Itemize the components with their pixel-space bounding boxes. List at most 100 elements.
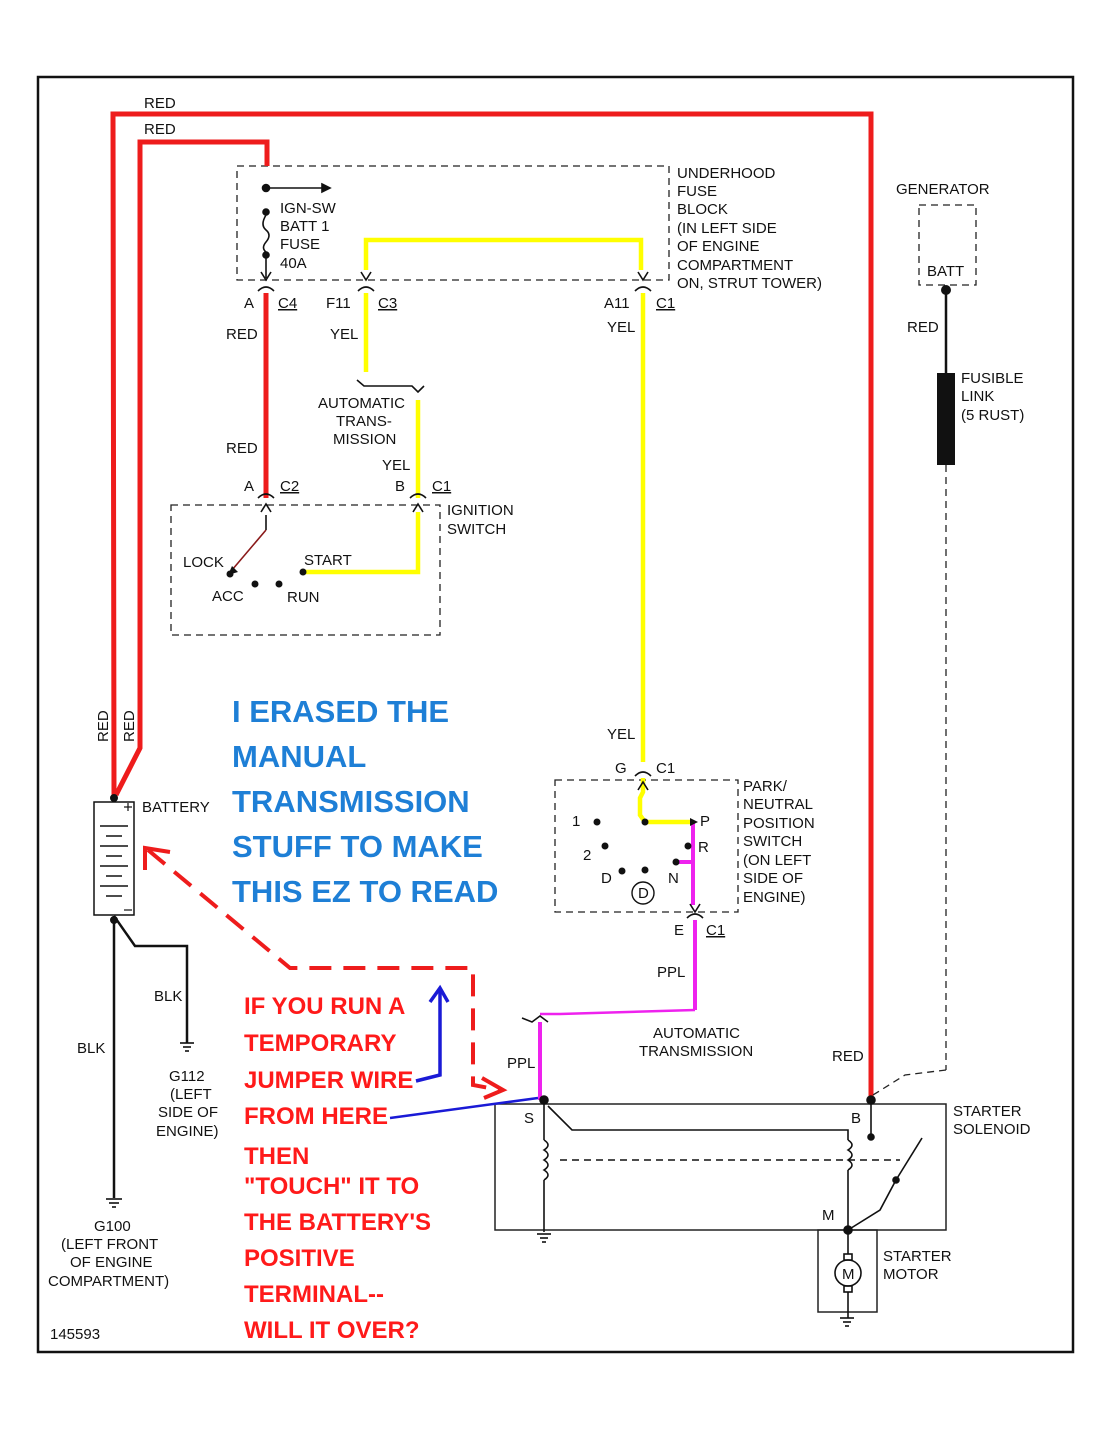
underhood-fuse-block-line6: COMPARTMENT bbox=[677, 257, 793, 274]
fusible-link-symbol bbox=[937, 373, 955, 465]
g112-line1: G112 bbox=[169, 1068, 205, 1085]
ignition-switch-line2: SWITCH bbox=[447, 521, 506, 538]
park-neutral-line5: (ON LEFT bbox=[743, 852, 811, 869]
lock-contact bbox=[226, 570, 234, 578]
fusible-link-line1: FUSIBLE bbox=[961, 370, 1024, 387]
label-lock: LOCK bbox=[183, 554, 224, 571]
park-neutral-line2: NEUTRAL bbox=[743, 796, 813, 813]
label-yel-c3: YEL bbox=[330, 326, 358, 343]
conn-c3: C3 bbox=[378, 295, 397, 312]
red-annotation-line10: WILL IT OVER? bbox=[244, 1317, 420, 1344]
blue-arrow bbox=[415, 990, 442, 1083]
fuse-line4: 40A bbox=[280, 255, 307, 272]
red-wires bbox=[110, 111, 874, 1100]
starter-solenoid-line2: SOLENOID bbox=[953, 1121, 1031, 1138]
gear-2: 2 bbox=[583, 847, 591, 864]
yellow-wire-bus bbox=[363, 237, 644, 270]
fusible-link-to-b bbox=[872, 1069, 947, 1096]
label-acc: ACC bbox=[212, 588, 244, 605]
blue-pointer-line bbox=[389, 1096, 539, 1120]
red-annotation-line6: "TOUCH" IT TO bbox=[244, 1173, 419, 1200]
pin-e: E bbox=[674, 922, 684, 939]
red-annotation-line5: THEN bbox=[244, 1143, 309, 1170]
g112-line2: (LEFT bbox=[170, 1086, 212, 1103]
conn-c2: C2 bbox=[280, 478, 299, 495]
blue-annotation-line3: TRANSMISSION bbox=[232, 784, 470, 819]
label-run: RUN bbox=[287, 589, 320, 606]
red-annotation-line3: JUMPER WIRE bbox=[244, 1067, 413, 1094]
fusible-link-line3: (5 RUST) bbox=[961, 407, 1024, 424]
red-annotation: IF YOU RUN A TEMPORARY JUMPER WIRE FROM … bbox=[244, 993, 431, 1344]
label-yel-c1: YEL bbox=[607, 319, 635, 336]
ignition-switch-box bbox=[170, 504, 441, 636]
label-red-vert2: RED bbox=[121, 710, 138, 742]
fusible-link-line2: LINK bbox=[961, 388, 994, 405]
g100-line1: G100 bbox=[94, 1218, 131, 1235]
labels: RED RED RED RED UNDERHOOD FUSE B LOCK (IN… bbox=[48, 95, 1031, 1343]
pin-a11: A11 bbox=[604, 295, 630, 312]
underhood-fuse-block-line1: UNDERHOOD bbox=[677, 165, 776, 182]
label-red-starter: RED bbox=[832, 1048, 864, 1065]
acc-contact bbox=[251, 580, 259, 588]
red-arrowhead-s bbox=[481, 1076, 508, 1100]
red-annotation-line2: TEMPORARY bbox=[244, 1030, 396, 1057]
underhood-fuse-block-box bbox=[236, 165, 670, 281]
park-neutral-line4: SWITCH bbox=[743, 833, 802, 850]
label-red-fuse: RED bbox=[226, 326, 258, 343]
blue-annotation-line2: MANUAL bbox=[232, 739, 366, 774]
park-neutral-line1: PARK/ bbox=[743, 778, 788, 795]
red-annotation-line8: POSITIVE bbox=[244, 1245, 355, 1272]
pin-b-starter: B bbox=[851, 1110, 861, 1127]
yellow-wire-start bbox=[303, 512, 421, 575]
yellow-wire-pn bbox=[637, 778, 693, 825]
label-blk-g112: BLK bbox=[154, 988, 182, 1005]
park-neutral-internals bbox=[593, 818, 698, 905]
starter-motor-symbol bbox=[834, 1234, 862, 1318]
black-wires bbox=[112, 290, 948, 1198]
gear-n: N bbox=[668, 870, 679, 887]
red-dashed-arrow bbox=[146, 848, 501, 1092]
conn-c4: C4 bbox=[278, 295, 297, 312]
fuse-internals bbox=[260, 182, 649, 282]
label-red-vert1: RED bbox=[95, 710, 112, 742]
park-neutral-line6: SIDE OF bbox=[743, 870, 803, 887]
label-batt: BATT bbox=[927, 263, 964, 280]
gear-d-small: D bbox=[601, 870, 612, 887]
red-arrowhead-battery bbox=[143, 845, 171, 870]
pin-b: B bbox=[395, 478, 405, 495]
g100-line3: OF ENGINE bbox=[70, 1254, 153, 1271]
conn-c1-ign: C1 bbox=[432, 478, 451, 495]
fuse-line1: IGN-SW bbox=[280, 200, 337, 217]
outer-frame bbox=[36, 75, 1075, 1354]
blue-annotation-line5: THIS EZ TO READ bbox=[232, 874, 498, 909]
auto-trans-top-line1: AUTOMATIC bbox=[318, 395, 405, 412]
g112-line3: SIDE OF bbox=[158, 1104, 218, 1121]
label-red-mid: RED bbox=[226, 440, 258, 457]
generator-box bbox=[918, 204, 977, 286]
underhood-fuse-block-line2: FUSE bbox=[677, 183, 717, 200]
starter-solenoid-box bbox=[494, 1103, 947, 1231]
underhood-fuse-block-line4: (IN LEFT SIDE bbox=[677, 220, 777, 237]
auto-trans-top-line3: MISSION bbox=[333, 431, 396, 448]
label-yel-pn: YEL bbox=[607, 726, 635, 743]
label-red-gen: RED bbox=[907, 319, 939, 336]
purple-wire-auto bbox=[540, 1008, 696, 1016]
pin-a-c4: A bbox=[244, 295, 254, 312]
red-wire-outer bbox=[110, 111, 874, 1100]
label-ppl-low: PPL bbox=[507, 1055, 535, 1072]
g100-line4: COMPARTMENT) bbox=[48, 1273, 169, 1290]
underhood-fuse-block-line5: OF ENGINE bbox=[677, 238, 760, 255]
label-generator: GENERATOR bbox=[896, 181, 990, 198]
connector-glyphs bbox=[257, 286, 704, 1023]
pin-s: S bbox=[524, 1110, 534, 1127]
pin-a-c2: A bbox=[244, 478, 254, 495]
label-red-top1: RED bbox=[144, 95, 176, 112]
red-wire-inner bbox=[113, 139, 270, 797]
red-annotation-line7: THE BATTERY'S bbox=[244, 1209, 431, 1236]
red-annotation-line4: FROM HERE bbox=[244, 1103, 388, 1130]
blue-annotation: I ERASED THE MANUAL TRANSMISSION STUFF T… bbox=[232, 694, 498, 909]
underhood-fuse-block-line7: ON, STRUT TOWER) bbox=[677, 275, 822, 292]
battery-symbol bbox=[93, 794, 135, 924]
